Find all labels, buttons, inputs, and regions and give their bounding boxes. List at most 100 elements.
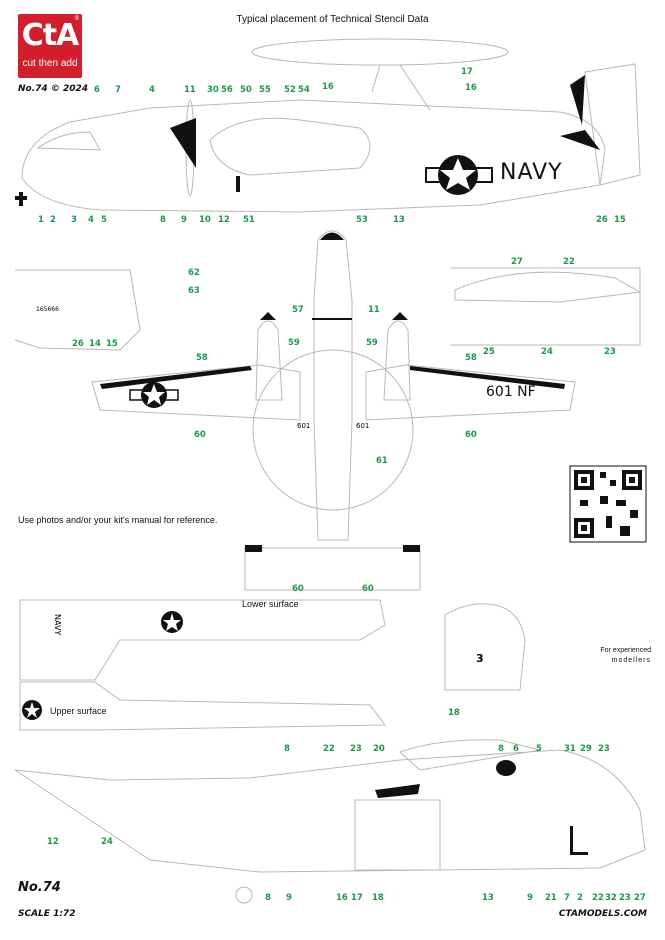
navy-lower-marking: NAVY xyxy=(53,614,62,636)
callout: 53 xyxy=(356,215,368,225)
callout: 17 xyxy=(461,67,473,77)
callout: 11 xyxy=(368,305,380,315)
callout: 54 xyxy=(298,85,310,95)
callout: 12 xyxy=(218,215,230,225)
e2-side-insignia xyxy=(425,155,493,195)
callout: 9 xyxy=(527,893,533,903)
callout: 20 xyxy=(373,744,385,754)
callout: 4 xyxy=(88,215,94,225)
page-title: Typical placement of Technical Stencil D… xyxy=(236,14,429,25)
callout: 27 xyxy=(634,893,646,903)
e2-top-fuselage xyxy=(313,230,353,541)
e2-fuselage-outline xyxy=(21,99,606,213)
callout: 23 xyxy=(598,744,610,754)
callout: 12 xyxy=(47,837,59,847)
experienced-line-2: modellers xyxy=(611,657,651,664)
callout: 29 xyxy=(580,744,592,754)
wing-walkway-right xyxy=(410,366,565,389)
qr-code xyxy=(569,465,647,543)
callout: 23 xyxy=(604,347,616,357)
e2-tail-top xyxy=(244,547,421,591)
callout: 5 xyxy=(101,215,107,225)
callout: 21 xyxy=(545,893,557,903)
navy-side-marking: NAVY xyxy=(500,160,563,185)
nose-number: 3 xyxy=(476,652,484,665)
callout: 59 xyxy=(366,338,378,348)
callout: 62 xyxy=(188,268,200,278)
callout: 30 xyxy=(207,85,219,95)
callout: 51 xyxy=(243,215,255,225)
sh3-front-outline xyxy=(444,603,526,691)
callout: 26 xyxy=(596,215,608,225)
callout: 58 xyxy=(465,353,477,363)
logo-main-text: CtA xyxy=(21,18,80,53)
callout: 52 xyxy=(284,85,296,95)
callout: 22 xyxy=(592,893,604,903)
callout: 57 xyxy=(292,305,304,315)
callout: 55 xyxy=(259,85,271,95)
e2-left-wing xyxy=(91,364,301,421)
side-code-left: 601 xyxy=(297,422,311,430)
lower-surface-label: Lower surface xyxy=(242,599,299,609)
upper-surface-label: Upper surface xyxy=(50,706,107,716)
callout: 17 xyxy=(351,893,363,903)
callout: 60 xyxy=(465,430,477,440)
callout: 23 xyxy=(619,893,631,903)
sh3-fuselage-outline xyxy=(14,749,646,873)
callout: 2 xyxy=(577,893,583,903)
callout: 32 xyxy=(605,893,617,903)
callout: 13 xyxy=(393,215,405,225)
callout: 56 xyxy=(221,85,233,95)
callout: 6 xyxy=(513,744,519,754)
reference-note: Use photos and/or your kit's manual for … xyxy=(18,515,218,525)
callout: 15 xyxy=(614,215,626,225)
callout: 9 xyxy=(286,893,292,903)
callout: 11 xyxy=(184,85,196,95)
cta-logo: CtA cut then add ® xyxy=(18,14,82,78)
callout: 31 xyxy=(564,744,576,754)
callout: 26 xyxy=(72,339,84,349)
lower-surface-insignia xyxy=(161,611,183,633)
callout: 8 xyxy=(265,893,271,903)
experienced-line-1: For experienced xyxy=(600,647,651,654)
callout: 50 xyxy=(240,85,252,95)
serial-number: 165666 xyxy=(36,306,59,313)
callout: 24 xyxy=(101,837,113,847)
callout: 25 xyxy=(483,347,495,357)
sh3-exhaust xyxy=(375,784,420,798)
issue-label: No.74 xyxy=(18,84,48,94)
callout: 3 xyxy=(71,215,77,225)
callout: 13 xyxy=(482,893,494,903)
e2-tail-outline xyxy=(584,63,641,186)
e2-right-wing xyxy=(365,364,576,421)
callout: 8 xyxy=(498,744,504,754)
callout: 7 xyxy=(115,85,121,95)
callout: 6 xyxy=(94,85,100,95)
callout: 2 xyxy=(50,215,56,225)
callout: 22 xyxy=(323,744,335,754)
callout: 60 xyxy=(194,430,206,440)
callout: 18 xyxy=(372,893,384,903)
callout: 14 xyxy=(89,339,101,349)
callout: 61 xyxy=(376,456,388,466)
callout: 27 xyxy=(511,257,523,267)
callout: 8 xyxy=(160,215,166,225)
side-code-right: 601 xyxy=(356,422,370,430)
upper-surface-outline xyxy=(19,681,386,731)
callout: 59 xyxy=(288,338,300,348)
callout: 24 xyxy=(541,347,553,357)
tail-code-marking: 601 NF xyxy=(486,384,536,400)
callout: 23 xyxy=(350,744,362,754)
callout: 15 xyxy=(106,339,118,349)
callout: 58 xyxy=(196,353,208,363)
callout: 60 xyxy=(362,584,374,594)
sh3-intake xyxy=(496,760,516,776)
callout: 16 xyxy=(336,893,348,903)
callout: 8 xyxy=(284,744,290,754)
callout: 5 xyxy=(536,744,542,754)
callout: 1 xyxy=(38,215,44,225)
callout: 7 xyxy=(564,893,570,903)
callout: 22 xyxy=(563,257,575,267)
issue-number-bottom: No.74 xyxy=(18,880,61,895)
